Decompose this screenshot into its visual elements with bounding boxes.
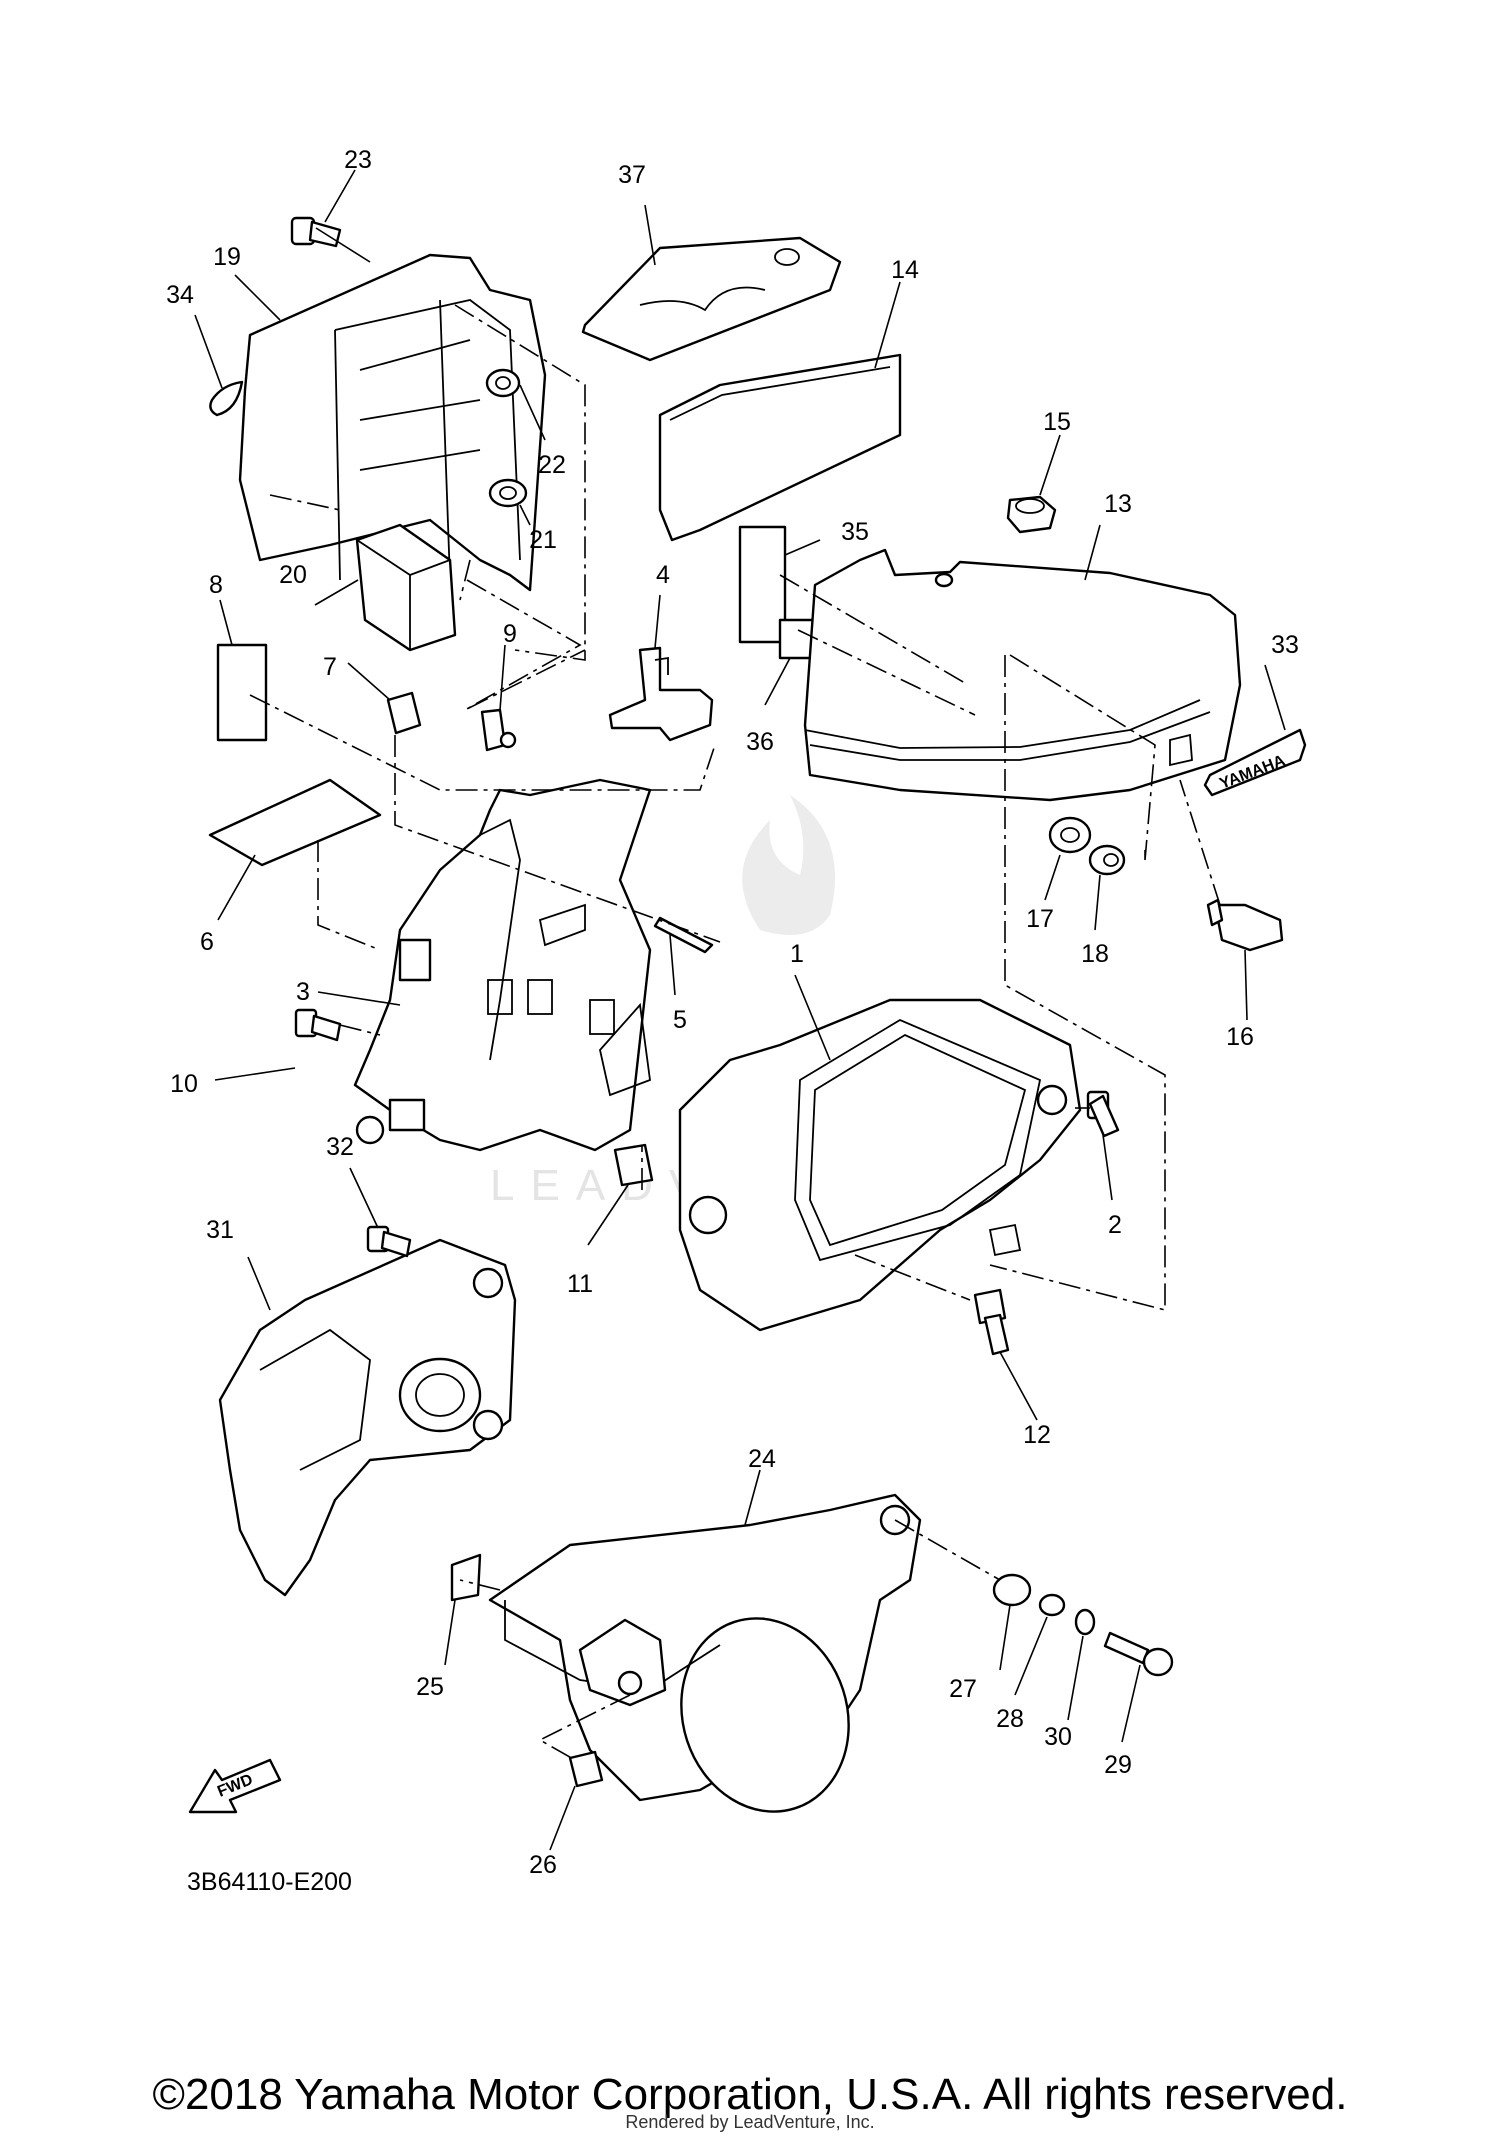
part-36-plate[interactable] bbox=[778, 618, 815, 660]
part-19-side-cover[interactable] bbox=[238, 253, 547, 592]
callout-24[interactable]: 24 bbox=[748, 1445, 776, 1473]
part-4-bracket[interactable] bbox=[608, 646, 714, 742]
part-2-bolt[interactable] bbox=[1086, 1090, 1120, 1138]
part-25-damper[interactable] bbox=[450, 1553, 482, 1602]
callout-numbers: 1 2 3 4 5 6 7 8 9 10 11 12 13 14 15 16 1… bbox=[166, 146, 1299, 1879]
callout-8[interactable]: 8 bbox=[209, 571, 223, 599]
part-35-plate[interactable] bbox=[738, 525, 787, 644]
callout-16[interactable]: 16 bbox=[1226, 1023, 1254, 1051]
part-34-clip[interactable] bbox=[209, 380, 244, 417]
callout-29[interactable]: 29 bbox=[1104, 1751, 1132, 1779]
part-24-cover[interactable] bbox=[488, 1493, 922, 1834]
part-26-bolt[interactable] bbox=[568, 1750, 604, 1788]
callout-17[interactable]: 17 bbox=[1026, 905, 1054, 933]
part-28-collar[interactable] bbox=[1038, 1593, 1066, 1617]
callout-18[interactable]: 18 bbox=[1081, 940, 1109, 968]
callout-20[interactable]: 20 bbox=[279, 561, 307, 589]
callout-4[interactable]: 4 bbox=[656, 561, 670, 589]
part-31-cover[interactable] bbox=[218, 1238, 517, 1597]
copyright-notice: ©2018 Yamaha Motor Corporation, U.S.A. A… bbox=[152, 2070, 1348, 2119]
callout-34[interactable]: 34 bbox=[166, 281, 194, 309]
callout-30[interactable]: 30 bbox=[1044, 1723, 1072, 1751]
callout-32[interactable]: 32 bbox=[326, 1133, 354, 1161]
callout-19[interactable]: 19 bbox=[213, 243, 241, 271]
part-21-grommet[interactable] bbox=[488, 478, 528, 508]
part-7-damper[interactable] bbox=[386, 691, 422, 735]
part-1-air-cleaner-case[interactable] bbox=[678, 998, 1082, 1332]
callout-13[interactable]: 13 bbox=[1104, 490, 1132, 518]
callout-10[interactable]: 10 bbox=[170, 1070, 198, 1098]
part-8-pad[interactable] bbox=[216, 643, 268, 742]
fwd-arrow-icon: FWD bbox=[188, 1758, 282, 1814]
callout-36[interactable]: 36 bbox=[746, 728, 774, 756]
part-30-washer[interactable] bbox=[1074, 1608, 1096, 1636]
callout-28[interactable]: 28 bbox=[996, 1705, 1024, 1733]
callout-25[interactable]: 25 bbox=[416, 1673, 444, 1701]
callout-15[interactable]: 15 bbox=[1043, 408, 1071, 436]
callout-37[interactable]: 37 bbox=[618, 161, 646, 189]
part-18-grommet[interactable] bbox=[1088, 844, 1126, 876]
callout-9[interactable]: 9 bbox=[503, 620, 517, 648]
callout-1[interactable]: 1 bbox=[790, 940, 804, 968]
part-12-bolt[interactable] bbox=[973, 1288, 1010, 1356]
part-37-seal[interactable] bbox=[581, 236, 842, 362]
callout-27[interactable]: 27 bbox=[949, 1675, 977, 1703]
callout-3[interactable]: 3 bbox=[296, 978, 310, 1006]
callout-23[interactable]: 23 bbox=[344, 146, 372, 174]
callout-7[interactable]: 7 bbox=[323, 653, 337, 681]
diagram-code: 3B64110-E200 bbox=[187, 1868, 352, 1896]
rendered-by-notice: Rendered by LeadVenture, Inc. bbox=[625, 2112, 875, 2132]
part-32-bolt[interactable] bbox=[366, 1225, 412, 1258]
part-15-cap-grommet[interactable] bbox=[1006, 495, 1057, 534]
part-13-oil-tank[interactable] bbox=[803, 548, 1242, 802]
part-23-bolt[interactable] bbox=[290, 216, 342, 248]
part-16-oil-level-switch[interactable] bbox=[1206, 898, 1284, 952]
part-6-pad[interactable] bbox=[208, 778, 382, 867]
part-9-nut[interactable] bbox=[480, 708, 517, 752]
part-5-pin[interactable] bbox=[653, 916, 714, 954]
part-3-battery-box[interactable] bbox=[353, 778, 652, 1152]
part-17-nut[interactable] bbox=[1048, 816, 1092, 854]
callout-12[interactable]: 12 bbox=[1023, 1421, 1051, 1449]
callout-21[interactable]: 21 bbox=[529, 526, 557, 554]
part-20-damper-block[interactable] bbox=[355, 523, 457, 652]
callout-22[interactable]: 22 bbox=[538, 451, 566, 479]
callout-2[interactable]: 2 bbox=[1108, 1211, 1122, 1239]
callout-33[interactable]: 33 bbox=[1271, 631, 1299, 659]
callout-5[interactable]: 5 bbox=[673, 1006, 687, 1034]
callout-11[interactable]: 11 bbox=[567, 1270, 593, 1298]
part-27-grommet[interactable] bbox=[992, 1573, 1032, 1607]
callout-35[interactable]: 35 bbox=[841, 518, 869, 546]
part-11-nut[interactable] bbox=[613, 1143, 654, 1187]
callout-leaders bbox=[194, 169, 1286, 1851]
part-29-bolt[interactable] bbox=[1103, 1631, 1174, 1677]
callout-26[interactable]: 26 bbox=[529, 1851, 557, 1879]
part-22-grommet[interactable] bbox=[485, 368, 521, 398]
part-10-bolt[interactable] bbox=[294, 1008, 342, 1042]
part-14-filter-element[interactable] bbox=[658, 353, 902, 542]
assembly-lines bbox=[249, 227, 1221, 1761]
callout-31[interactable]: 31 bbox=[206, 1216, 234, 1244]
callout-14[interactable]: 14 bbox=[891, 256, 919, 284]
callout-6[interactable]: 6 bbox=[200, 928, 214, 956]
